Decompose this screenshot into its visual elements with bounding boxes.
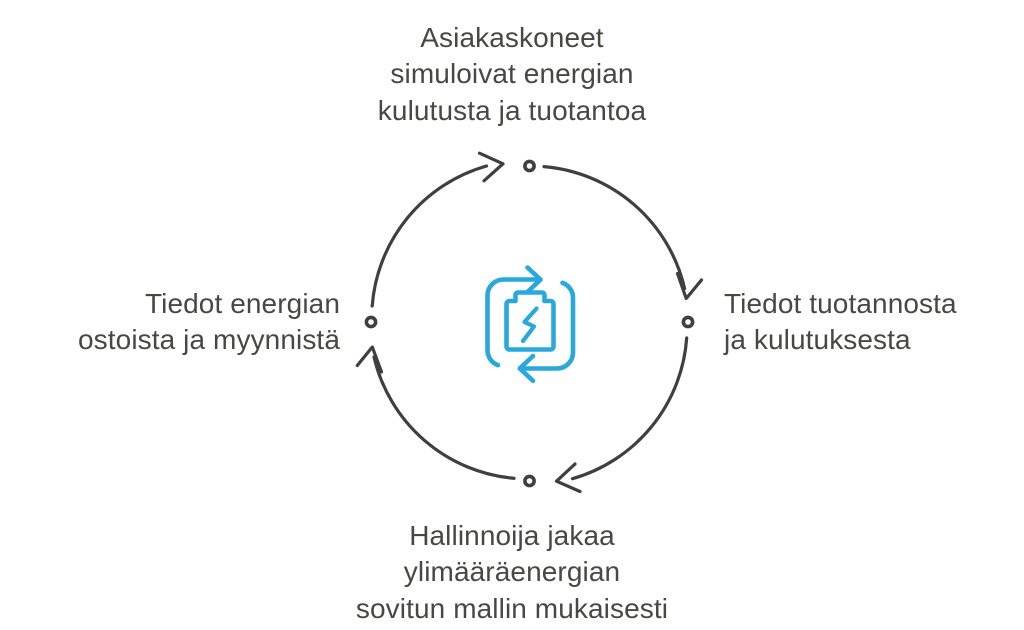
arrowhead-right: [675, 271, 704, 301]
battery-outline: [504, 290, 556, 352]
node-label-left-line-2: ostoista ja myynnistä: [78, 324, 340, 356]
node-marker-top: [523, 159, 536, 173]
node-label-bottom-line-3: sovitun mallin mukaisesti: [355, 592, 669, 624]
node-marker-right: [681, 315, 695, 329]
node-marker-left: [364, 315, 378, 329]
arrowhead-bottom: [554, 462, 582, 494]
recycle-arrow-left-head: [517, 353, 536, 384]
node-label-top-line-1: Asiakaskoneet: [420, 22, 604, 53]
battery-recycle-icon: [485, 265, 576, 384]
recycle-arrow-right-head: [525, 265, 543, 295]
arc-right-to-bottom: [570, 336, 689, 481]
node-label-bottom-line-2: ylimääräenergian: [403, 556, 621, 588]
recycle-loop-upper: [485, 277, 543, 368]
arrowhead-top: [477, 151, 505, 183]
node-label-bottom-line-1: Hallinnoija jakaa: [409, 520, 615, 551]
arc-bottom-to-left: [372, 355, 516, 480]
node-label-right-line-2: ja kulutuksesta: [724, 324, 911, 356]
node-label-bottom: Hallinnoija jakaa ylimääräenergian sovit…: [0, 518, 1024, 627]
node-label-left: Tiedot energian ostoista ja myynnistä: [78, 286, 340, 359]
node-label-right: Tiedot tuotannosta ja kulutuksesta: [724, 286, 957, 359]
arrowhead-left: [355, 345, 384, 374]
node-label-left-line-1: Tiedot energian: [144, 288, 340, 319]
arc-left-to-top: [370, 164, 489, 308]
lightning-bolt-icon: [520, 306, 539, 344]
arc-top-to-right: [542, 165, 687, 291]
node-label-top-line-2: simuloivat energian: [390, 58, 634, 90]
node-label-top: Asiakaskoneet simuloivat energian kulutu…: [0, 20, 1024, 129]
node-marker-bottom: [523, 474, 536, 488]
node-label-top-line-3: kulutusta ja tuotantoa: [377, 94, 647, 126]
node-label-right-line-1: Tiedot tuotannosta: [724, 288, 957, 319]
recycle-loop-lower: [517, 280, 576, 371]
